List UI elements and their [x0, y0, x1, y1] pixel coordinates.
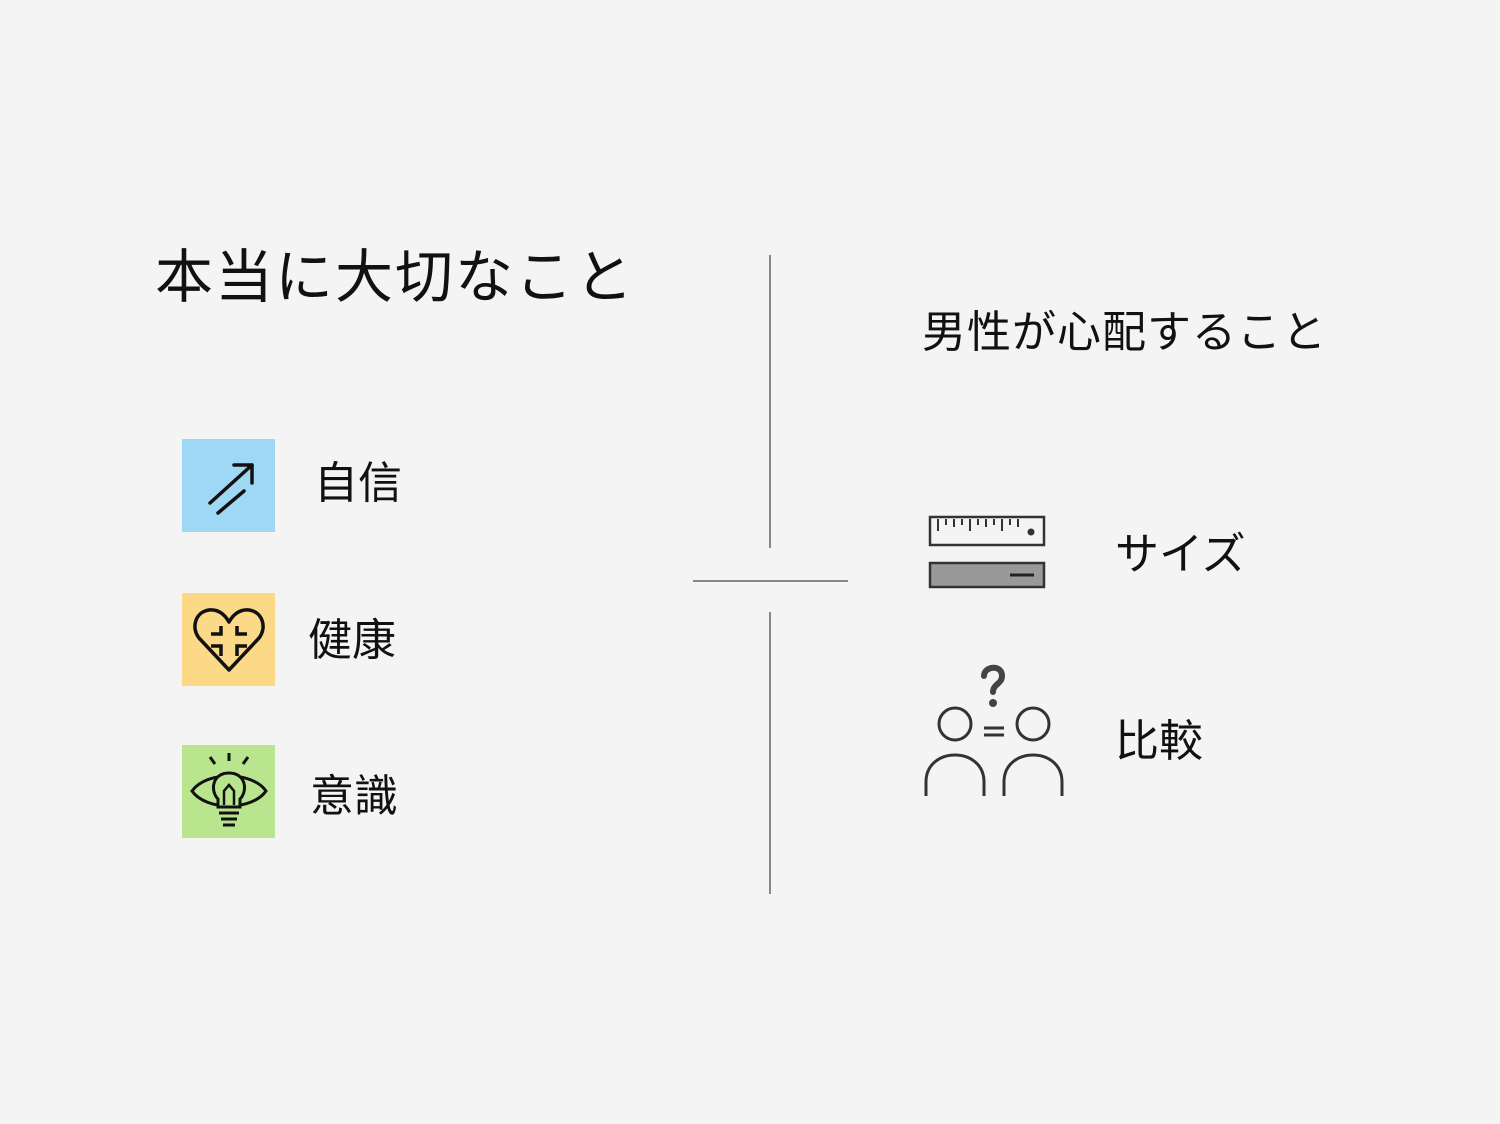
right-section-title: 男性が心配すること: [922, 307, 1327, 358]
item-label-confidence: 自信: [314, 458, 402, 509]
item-label-size: サイズ: [1115, 529, 1246, 580]
heart-cross-icon: [192, 607, 265, 672]
trending-up-arrow-icon: [207, 462, 254, 515]
ruler-icon: [928, 515, 1046, 589]
item-label-health: 健康: [308, 615, 396, 666]
item-label-comparison: 比較: [1115, 716, 1203, 767]
health-tile: [182, 593, 275, 686]
divider-horizontal-line: [693, 580, 848, 582]
left-section-title: 本当に大切なこと: [155, 243, 636, 311]
confidence-tile: [182, 439, 275, 532]
item-label-awareness: 意識: [310, 771, 398, 822]
awareness-tile: [182, 745, 275, 838]
divider-bottom-line: [769, 612, 771, 894]
eye-lightbulb-icon: [189, 752, 268, 826]
divider-top-line: [769, 255, 771, 548]
people-compare-icon: [924, 664, 1064, 796]
